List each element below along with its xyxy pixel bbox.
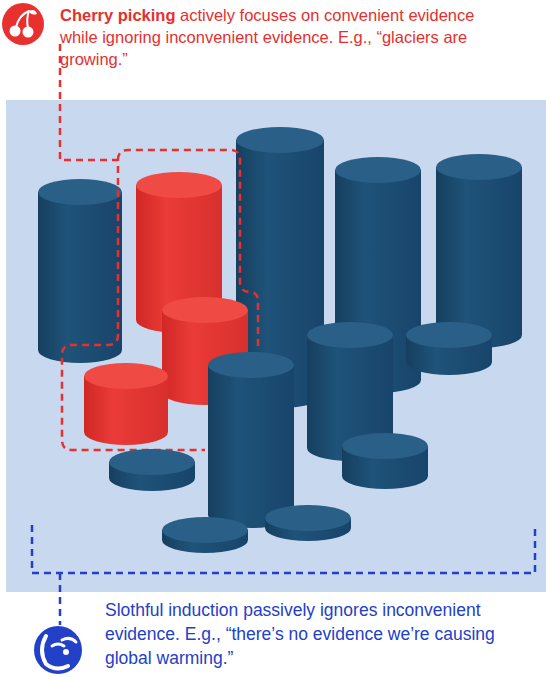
cylinder-top — [109, 449, 195, 475]
callout: Slothful induction passively ignores inc… — [105, 598, 545, 670]
cherry-icon — [2, 3, 44, 45]
blue-cylinder — [109, 449, 195, 491]
red-cylinder — [84, 363, 168, 445]
cylinder-top — [38, 179, 122, 205]
blue-cylinder — [342, 433, 428, 489]
cylinder-top — [406, 322, 492, 348]
cylinder-top — [162, 517, 248, 543]
callout-term: Cherry picking — [60, 6, 176, 24]
cherry — [23, 27, 34, 38]
cherry-stems — [16, 11, 29, 28]
blue-cylinder — [436, 154, 522, 348]
cylinder-top — [162, 297, 248, 323]
eye-lid — [62, 638, 76, 642]
cylinder-body — [436, 167, 522, 348]
blue-cylinder — [208, 352, 294, 528]
blue-cylinder — [38, 179, 122, 363]
cherry — [10, 26, 21, 37]
cylinder-body — [208, 365, 294, 528]
blue-cylinder — [406, 322, 492, 375]
cylinder-top — [342, 433, 428, 459]
icon-disc — [34, 626, 82, 674]
cherry-leaf — [29, 10, 37, 15]
cylinder-top — [136, 172, 222, 198]
callout: Cherry pickingactively focuses on conven… — [60, 4, 478, 70]
cylinder-top — [265, 505, 351, 531]
icon-disc — [2, 3, 44, 45]
cylinder-body — [38, 192, 122, 363]
cylinder-top — [236, 127, 324, 153]
cylinder-top — [436, 154, 522, 180]
blue-cylinder — [162, 517, 248, 553]
cylinder-top — [208, 352, 294, 378]
cylinder-top — [307, 322, 393, 348]
blue-cylinder — [265, 505, 351, 541]
callout-text: Slothful induction passively ignores inc… — [105, 600, 495, 668]
face-outline — [42, 636, 68, 669]
cylinder-top — [84, 363, 168, 389]
cylinder-top — [335, 157, 421, 183]
sloth-icon — [34, 626, 82, 674]
eye-lid — [52, 644, 64, 646]
eye — [63, 649, 69, 655]
